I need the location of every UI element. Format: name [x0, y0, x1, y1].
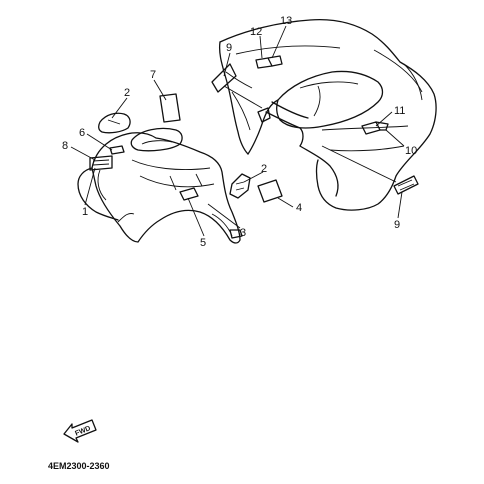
front-fender	[77, 127, 243, 244]
callout-3: 3	[240, 227, 246, 239]
callout-13: 13	[280, 15, 292, 27]
decal-small	[109, 145, 125, 155]
label-side	[257, 179, 283, 203]
label-rear-upper	[211, 63, 237, 93]
callout-12: 12	[250, 26, 262, 38]
decal-top	[255, 55, 283, 69]
emblem-front	[89, 155, 113, 171]
callout-4: 4	[296, 202, 302, 214]
label-front-fender	[179, 187, 199, 201]
leader-lines	[70, 25, 405, 237]
callout-6: 6	[79, 127, 85, 139]
callout-5: 5	[200, 237, 206, 249]
emblem-rear	[393, 175, 419, 195]
callout-1: 1	[82, 206, 88, 218]
rear-fender	[218, 18, 437, 211]
decal-rear	[361, 121, 389, 135]
callout-numbers: 1 2 2 3 4 5 6 7 8 9 9 10 11 12 13	[62, 15, 417, 249]
fwd-arrow-icon: FWD	[63, 419, 97, 443]
callout-7: 7	[150, 69, 156, 81]
callout-2-upper: 2	[124, 87, 130, 99]
callout-8: 8	[62, 140, 68, 152]
caution-label	[159, 93, 181, 123]
callout-2-lower: 2	[261, 163, 267, 175]
callout-11: 11	[394, 105, 405, 117]
callout-9-upper: 9	[226, 42, 232, 54]
clamp-lower	[229, 173, 251, 199]
drawing-code: 4EM2300-2360	[48, 461, 110, 471]
callout-10: 10	[405, 145, 417, 157]
bracket-upper	[98, 112, 131, 134]
callout-9-lower: 9	[394, 219, 400, 231]
